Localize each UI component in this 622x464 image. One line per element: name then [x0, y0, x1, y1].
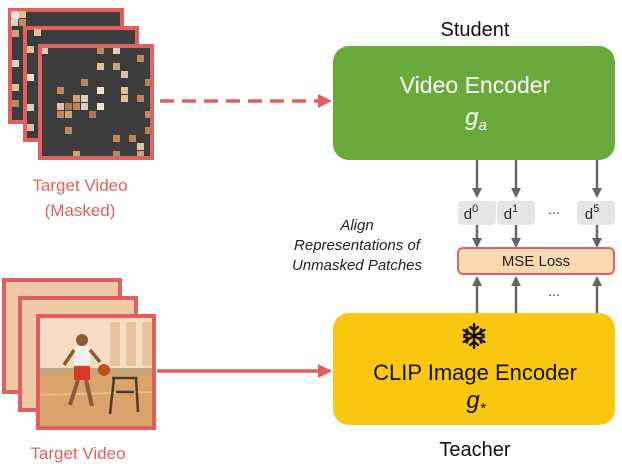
visible-patch	[81, 79, 88, 86]
video-frame-front	[36, 314, 156, 430]
visible-patch	[27, 104, 34, 111]
visible-patch	[12, 100, 19, 107]
snowflake-icon	[462, 322, 486, 350]
align-note-line3: Unmasked Patches	[292, 257, 423, 274]
student-heading: Student	[441, 19, 510, 41]
video-stack	[2, 278, 156, 430]
student-encoder-label: Video Encoder	[400, 72, 551, 98]
visible-patch	[19, 11, 26, 18]
visible-patch	[113, 135, 120, 142]
visible-patch	[97, 103, 104, 110]
visible-patch	[97, 47, 104, 54]
visible-patch	[121, 71, 128, 78]
align-note-line2: Representations of	[294, 237, 422, 254]
visible-patch	[34, 29, 41, 36]
visible-patch	[129, 135, 136, 142]
visible-patch	[65, 103, 72, 110]
visible-patch	[145, 79, 152, 86]
visible-patch	[12, 84, 19, 91]
visible-patch	[97, 87, 104, 94]
visible-patch	[73, 103, 80, 110]
visible-patch	[41, 47, 48, 54]
masked-video-stack	[8, 8, 154, 160]
visible-patch	[137, 143, 144, 150]
feature-box-d1	[497, 201, 535, 225]
visible-patch	[27, 124, 34, 131]
teacher-heading: Teacher	[439, 439, 510, 461]
visible-patch	[27, 74, 34, 81]
visible-patch	[121, 87, 128, 94]
visible-patch	[57, 103, 64, 110]
visible-patch	[113, 151, 120, 158]
visible-patch	[11, 19, 18, 26]
visible-patch	[121, 95, 128, 102]
visible-patch	[89, 111, 96, 118]
teacher-encoder-box	[333, 313, 615, 425]
visible-patch	[81, 103, 88, 110]
feature-label-d0: d0	[464, 203, 478, 223]
visible-patch	[81, 95, 88, 102]
mse-loss-box	[457, 247, 615, 275]
feature-label-d1: d1	[504, 203, 518, 223]
student-encoder-symbol: ga	[465, 104, 487, 134]
visible-patch	[12, 12, 19, 19]
student-encoder-box	[333, 46, 615, 160]
visible-patch	[12, 60, 19, 67]
masked-caption-line1: Target Video	[32, 176, 127, 195]
visible-patch	[27, 46, 34, 53]
feature-label-d5: d5	[585, 203, 599, 223]
visible-patch	[137, 55, 144, 62]
feature-box-d5	[577, 201, 615, 225]
visible-patch	[137, 95, 144, 102]
mse-loss-label: MSE Loss	[502, 253, 570, 270]
masked-caption-line2: (Masked)	[45, 201, 116, 220]
visible-patch	[137, 151, 144, 158]
visible-patch	[113, 63, 120, 70]
student-ellipsis: ...	[548, 201, 560, 217]
visible-patch	[145, 111, 152, 118]
visible-patch	[57, 87, 64, 94]
feature-box-d0	[458, 201, 496, 225]
visible-patch	[73, 95, 80, 102]
visible-patch	[19, 19, 26, 26]
teacher-ellipsis: ...	[548, 283, 560, 299]
visible-patch	[145, 127, 152, 134]
visible-patch	[97, 63, 104, 70]
visible-patch	[65, 111, 72, 118]
visible-patch	[113, 47, 120, 54]
align-note-line1: Align	[339, 217, 373, 234]
teacher-encoder-symbol: g*	[466, 387, 486, 417]
visible-patch	[12, 30, 19, 37]
video-caption: Target Video	[30, 444, 125, 463]
visible-patch	[73, 151, 80, 158]
visible-patch	[57, 111, 64, 118]
visible-patch	[65, 127, 72, 134]
teacher-encoder-label: CLIP Image Encoder	[373, 360, 577, 385]
